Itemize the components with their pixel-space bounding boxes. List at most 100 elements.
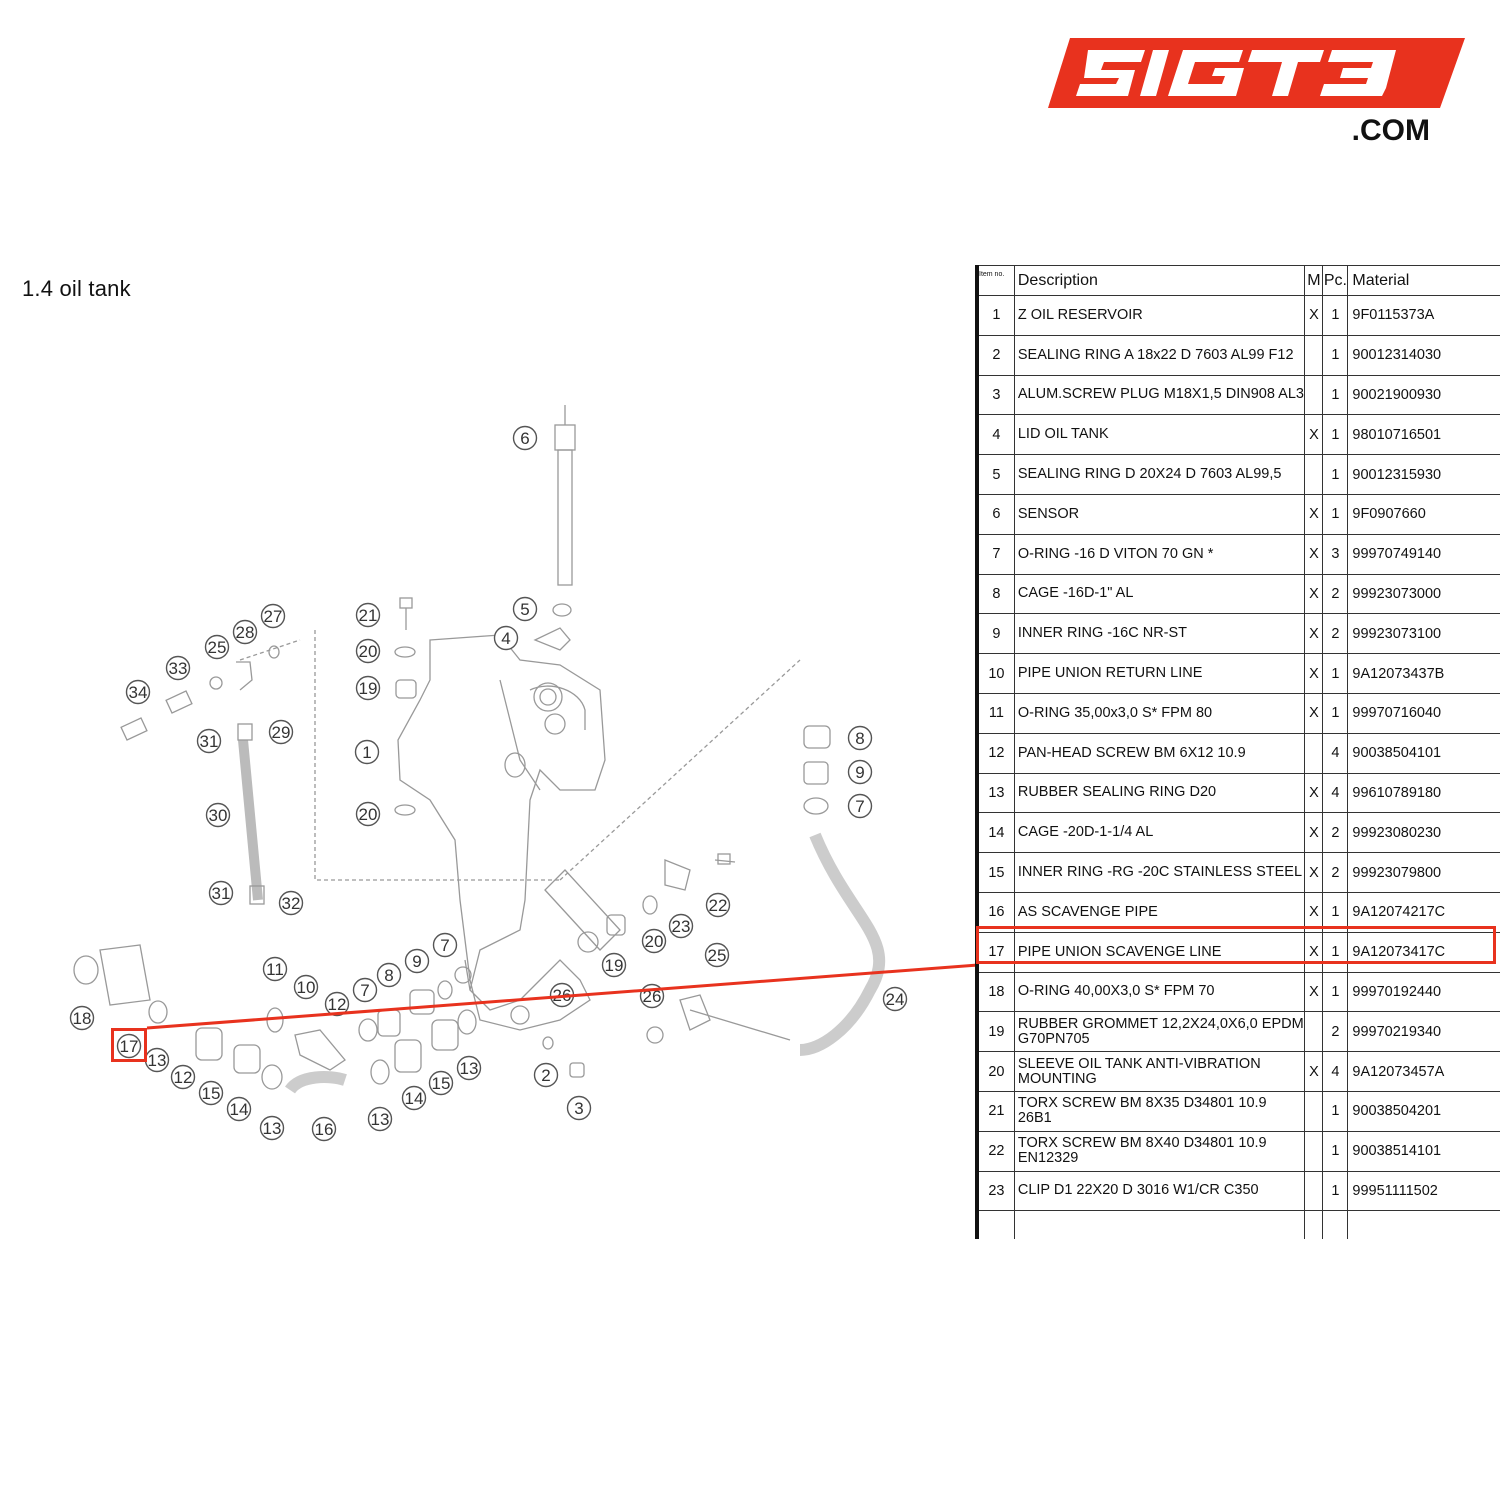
callout-label: 31 bbox=[200, 732, 219, 751]
callout-label: 11 bbox=[266, 960, 284, 979]
cell-item-no: 5 bbox=[976, 454, 1015, 495]
callout-7: 7 bbox=[352, 977, 378, 1003]
cell-m: X bbox=[1304, 891, 1324, 933]
callout-14: 14 bbox=[401, 1085, 427, 1111]
logo-sub-text: .COM bbox=[1352, 114, 1430, 147]
cell-m: X bbox=[1304, 812, 1324, 854]
cell-item-no: 13 bbox=[976, 772, 1015, 814]
callout-label: 1 bbox=[362, 743, 371, 762]
cell-item-no: 9 bbox=[976, 613, 1015, 655]
cell-material: 90012315930 bbox=[1347, 454, 1500, 495]
cell-item-no: 12 bbox=[976, 732, 1015, 774]
callout-circle bbox=[355, 602, 381, 628]
callout-label: 22 bbox=[709, 896, 728, 915]
cell-m: X bbox=[1304, 852, 1324, 893]
cell-description: ALUM.SCREW PLUG M18X1,5 DIN908 AL3 bbox=[1013, 374, 1306, 416]
callout-label: 27 bbox=[264, 607, 283, 626]
cell-m bbox=[1304, 334, 1324, 376]
blank-cell bbox=[1304, 1210, 1324, 1240]
callout-12: 12 bbox=[170, 1064, 196, 1090]
cell-m: X bbox=[1304, 653, 1324, 694]
callout-label: 13 bbox=[148, 1051, 167, 1070]
cell-m bbox=[1304, 1170, 1324, 1212]
callout-13: 13 bbox=[367, 1106, 393, 1132]
callout-label: 17 bbox=[120, 1037, 139, 1056]
cell-pc: 1 bbox=[1322, 1170, 1349, 1212]
cell-item-no: 21 bbox=[976, 1090, 1015, 1132]
cell-pc: 1 bbox=[1322, 1130, 1349, 1172]
cell-material: 99951111502 bbox=[1347, 1170, 1500, 1212]
cell-m: X bbox=[1304, 772, 1324, 814]
cell-m bbox=[1304, 454, 1324, 495]
callout-circle bbox=[355, 801, 381, 827]
cell-description: SEALING RING D 20X24 D 7603 AL99,5 bbox=[1013, 454, 1306, 495]
callout-31: 31 bbox=[208, 880, 234, 906]
cell-m: X bbox=[1304, 1051, 1324, 1092]
callout-28: 28 bbox=[232, 619, 258, 645]
callout-27: 27 bbox=[260, 603, 286, 629]
callout-circle bbox=[641, 928, 667, 954]
callout-label: 30 bbox=[209, 806, 228, 825]
callout-circle bbox=[367, 1106, 393, 1132]
callout-15: 15 bbox=[428, 1070, 454, 1096]
cell-pc: 1 bbox=[1322, 653, 1349, 694]
callout-circle bbox=[198, 1080, 224, 1106]
header-description: Description bbox=[1013, 265, 1306, 296]
cell-item-no: 1 bbox=[976, 295, 1015, 336]
cell-pc: 3 bbox=[1322, 533, 1349, 575]
cell-description: AS SCAVENGE PIPE bbox=[1013, 891, 1306, 933]
callout-circle bbox=[311, 1116, 337, 1142]
cell-material: 99923073100 bbox=[1347, 613, 1500, 655]
callout-label: 25 bbox=[708, 946, 727, 965]
callout-circle bbox=[204, 634, 230, 660]
cell-pc: 1 bbox=[1322, 295, 1349, 336]
callout-label: 20 bbox=[645, 932, 664, 951]
cell-description: SLEEVE OIL TANK ANTI-VIBRATION MOUNTING bbox=[1013, 1051, 1306, 1092]
callout-32: 32 bbox=[278, 890, 304, 916]
cell-m bbox=[1304, 1090, 1324, 1132]
callout-circle bbox=[512, 596, 538, 622]
callout-label: 7 bbox=[360, 981, 369, 1000]
callout-circle bbox=[456, 1055, 482, 1081]
callout-circle bbox=[847, 793, 873, 819]
cell-item-no: 11 bbox=[976, 692, 1015, 734]
blank-cell bbox=[1322, 1210, 1349, 1240]
cell-description: INNER RING -RG -20C STAINLESS STEEL bbox=[1013, 852, 1306, 893]
cell-description: SENSOR bbox=[1013, 493, 1306, 535]
callout-15: 15 bbox=[198, 1080, 224, 1106]
cell-description: TORX SCREW BM 8X35 D34801 10.9 26B1 bbox=[1013, 1090, 1306, 1132]
callout-label: 16 bbox=[315, 1120, 334, 1139]
callout-label: 33 bbox=[169, 659, 188, 678]
callout-13: 13 bbox=[456, 1055, 482, 1081]
cell-pc: 2 bbox=[1322, 852, 1349, 893]
cell-m: X bbox=[1304, 295, 1324, 336]
callout-circle bbox=[705, 892, 731, 918]
callout-3: 3 bbox=[566, 1095, 592, 1121]
callout-34: 34 bbox=[125, 679, 151, 705]
cell-m: X bbox=[1304, 931, 1324, 973]
callout-label: 12 bbox=[328, 995, 347, 1014]
callout-circle bbox=[205, 802, 231, 828]
cell-description: SEALING RING A 18x22 D 7603 AL99 F12 bbox=[1013, 334, 1306, 376]
callout-4: 4 bbox=[493, 625, 519, 651]
cell-item-no: 3 bbox=[976, 374, 1015, 416]
callout-label: 26 bbox=[553, 986, 572, 1005]
cell-description: LID OIL TANK bbox=[1013, 414, 1306, 456]
callout-33: 33 bbox=[165, 655, 191, 681]
cell-m: X bbox=[1304, 613, 1324, 655]
cell-material: 90021900930 bbox=[1347, 374, 1500, 416]
cell-description: CAGE -16D-1" AL bbox=[1013, 573, 1306, 615]
callout-label: 32 bbox=[282, 894, 301, 913]
callout-6: 6 bbox=[512, 425, 538, 451]
header-item-no: Item no. bbox=[976, 265, 1015, 296]
callout-label: 7 bbox=[440, 936, 449, 955]
callout-label: 21 bbox=[359, 606, 378, 625]
callout-label: 19 bbox=[359, 679, 378, 698]
cell-pc: 1 bbox=[1322, 454, 1349, 495]
cell-material: 90038504101 bbox=[1347, 732, 1500, 774]
cell-pc: 1 bbox=[1322, 891, 1349, 933]
